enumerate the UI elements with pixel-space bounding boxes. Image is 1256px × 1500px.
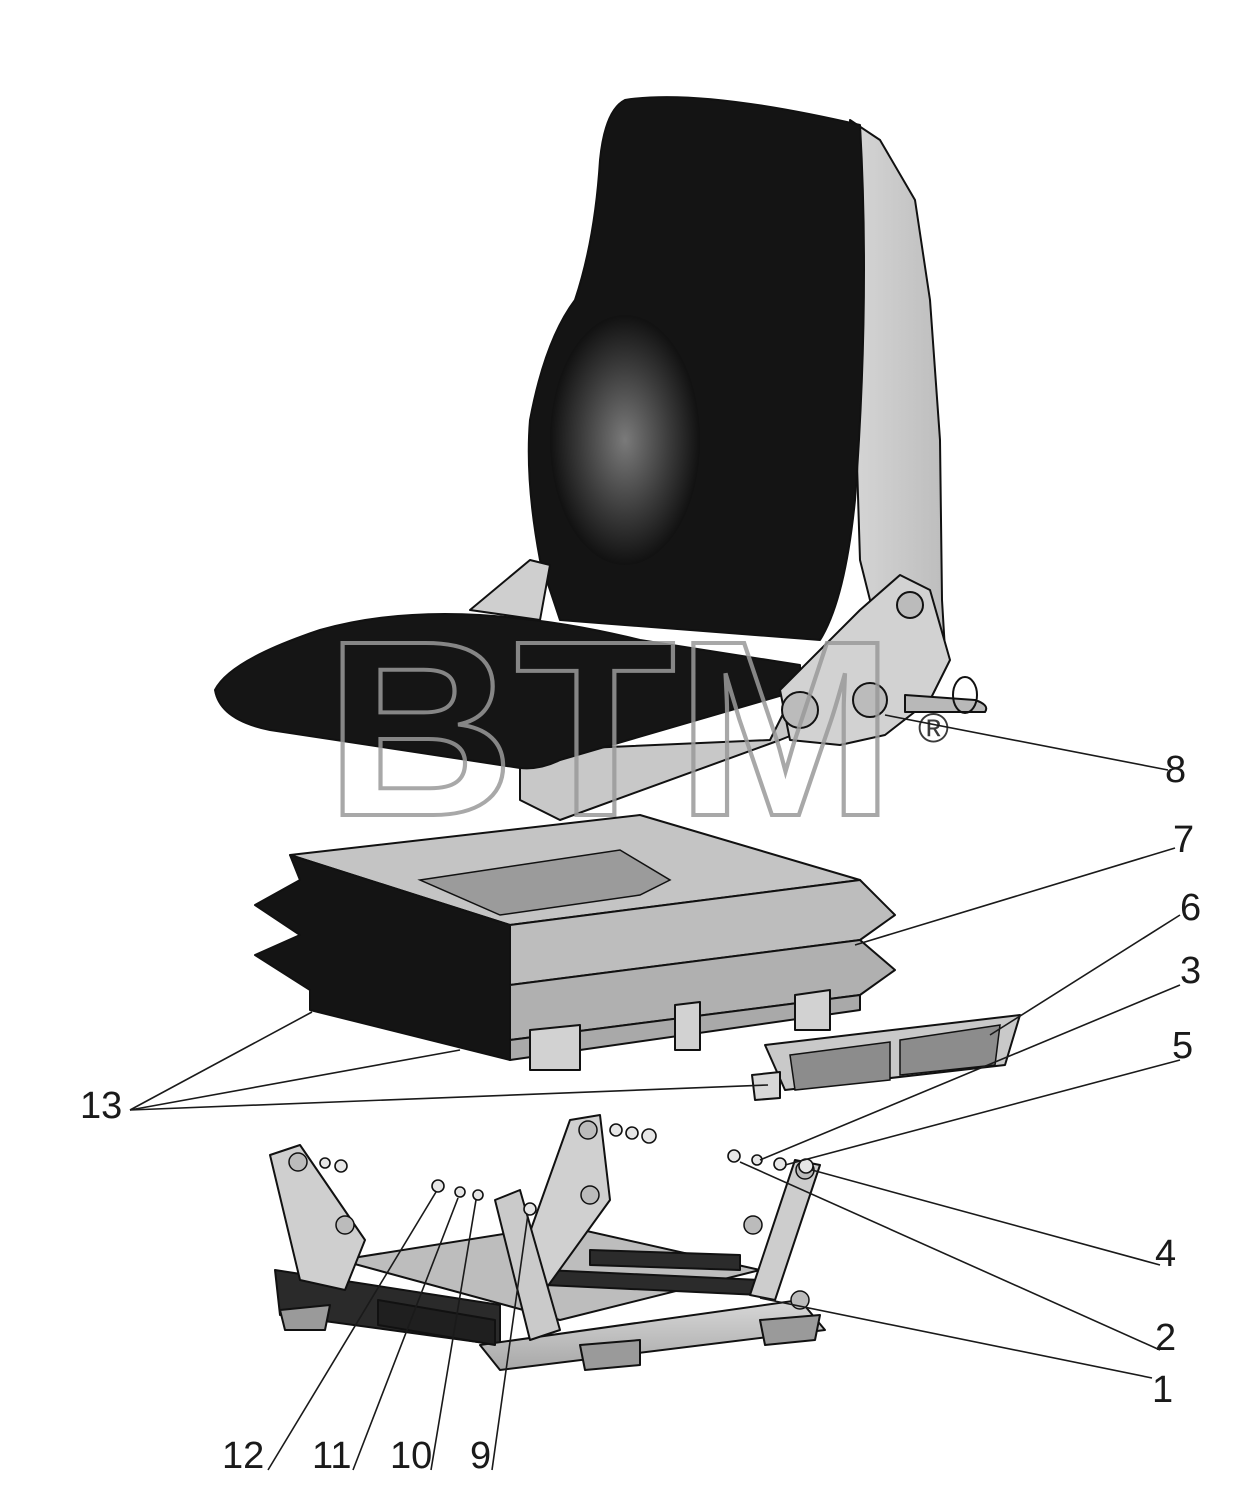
scissor-arm-front xyxy=(494,1189,561,1341)
pivot-bolt-3 xyxy=(578,1120,598,1140)
watermark-registered: ® xyxy=(918,704,949,751)
callout-4: 4 xyxy=(1155,1233,1176,1275)
leader-8 xyxy=(884,714,1169,771)
foot-pad-right xyxy=(759,1314,821,1346)
leader-11 xyxy=(352,1197,459,1471)
leader-12 xyxy=(267,1191,437,1471)
lumbar-bulge xyxy=(550,315,700,565)
leader-3 xyxy=(759,984,1181,1161)
mount-tab-2 xyxy=(674,1001,701,1051)
leader-13-c xyxy=(129,1084,769,1111)
callout-11: 11 xyxy=(312,1435,351,1477)
pivot-bolt-1 xyxy=(288,1152,308,1172)
leader-2 xyxy=(739,1161,1161,1351)
hinge-pivot-mid xyxy=(852,682,888,718)
bolt-9 xyxy=(523,1202,537,1216)
mount-tab-3 xyxy=(794,989,831,1031)
callout-2: 2 xyxy=(1155,1317,1176,1359)
callout-7: 7 xyxy=(1173,819,1194,861)
leader-5 xyxy=(784,1059,1181,1166)
leader-4 xyxy=(811,1169,1161,1266)
nut-mid-1 xyxy=(609,1123,623,1137)
pivot-bolt-6 xyxy=(743,1215,763,1235)
leader-lines xyxy=(129,714,1181,1471)
bellows-front-fold-1 xyxy=(509,879,896,986)
seat-assembly xyxy=(214,96,988,821)
roller-bar-rear xyxy=(589,1249,741,1271)
callout-1: 1 xyxy=(1152,1369,1173,1411)
nut-left-1 xyxy=(319,1157,331,1169)
adjust-handle-ring xyxy=(952,676,978,714)
shock-absorber xyxy=(751,1014,1021,1101)
callout-labels: 8 7 6 3 5 13 4 2 1 12 11 10 9 xyxy=(80,749,1201,1477)
washer-5 xyxy=(773,1157,787,1171)
leader-1 xyxy=(759,1297,1153,1379)
nut-mid-2 xyxy=(625,1126,639,1140)
spring-block-left xyxy=(377,1299,496,1346)
callout-5: 5 xyxy=(1172,1025,1193,1067)
nut-mid-3 xyxy=(641,1128,657,1144)
washer-11 xyxy=(454,1186,466,1198)
bellows-assembly xyxy=(254,814,896,1071)
callout-10: 10 xyxy=(390,1435,432,1477)
washer-10 xyxy=(472,1189,484,1201)
hinge-strap xyxy=(469,559,551,621)
nut-2 xyxy=(727,1149,741,1163)
hinge-pivot-upper xyxy=(896,591,924,619)
suspension-top-opening xyxy=(417,849,672,916)
callout-6: 6 xyxy=(1180,887,1201,929)
leader-9 xyxy=(491,1213,529,1471)
callout-9: 9 xyxy=(470,1435,491,1477)
foot-pad-mid xyxy=(579,1339,641,1371)
shock-cylinder-left xyxy=(789,1041,891,1091)
nut-left-2 xyxy=(334,1159,348,1173)
pivot-bolt-4 xyxy=(580,1185,600,1205)
callout-3: 3 xyxy=(1180,950,1201,992)
pivot-bolt-2 xyxy=(335,1215,355,1235)
seat-cushion xyxy=(214,613,801,770)
leader-6 xyxy=(989,914,1181,1036)
callout-12: 12 xyxy=(222,1435,264,1477)
leader-13-a xyxy=(129,1011,313,1111)
hinge-pivot-lower xyxy=(781,691,819,729)
leader-10 xyxy=(430,1199,477,1471)
leader-13-b xyxy=(129,1049,461,1111)
shock-end-eye xyxy=(751,1071,781,1101)
shock-cylinder-right xyxy=(899,1024,1001,1076)
bellows-front-fold-2 xyxy=(509,939,896,1041)
leader-7 xyxy=(854,847,1176,946)
base-mechanism xyxy=(269,1114,826,1371)
scissor-arm-left xyxy=(269,1144,366,1291)
callout-8: 8 xyxy=(1165,749,1186,791)
nut-12 xyxy=(431,1179,445,1193)
mount-tab-1 xyxy=(529,1024,581,1071)
callout-13: 13 xyxy=(80,1085,122,1127)
base-rail-right xyxy=(479,1299,826,1371)
foot-pad-left xyxy=(279,1304,331,1331)
